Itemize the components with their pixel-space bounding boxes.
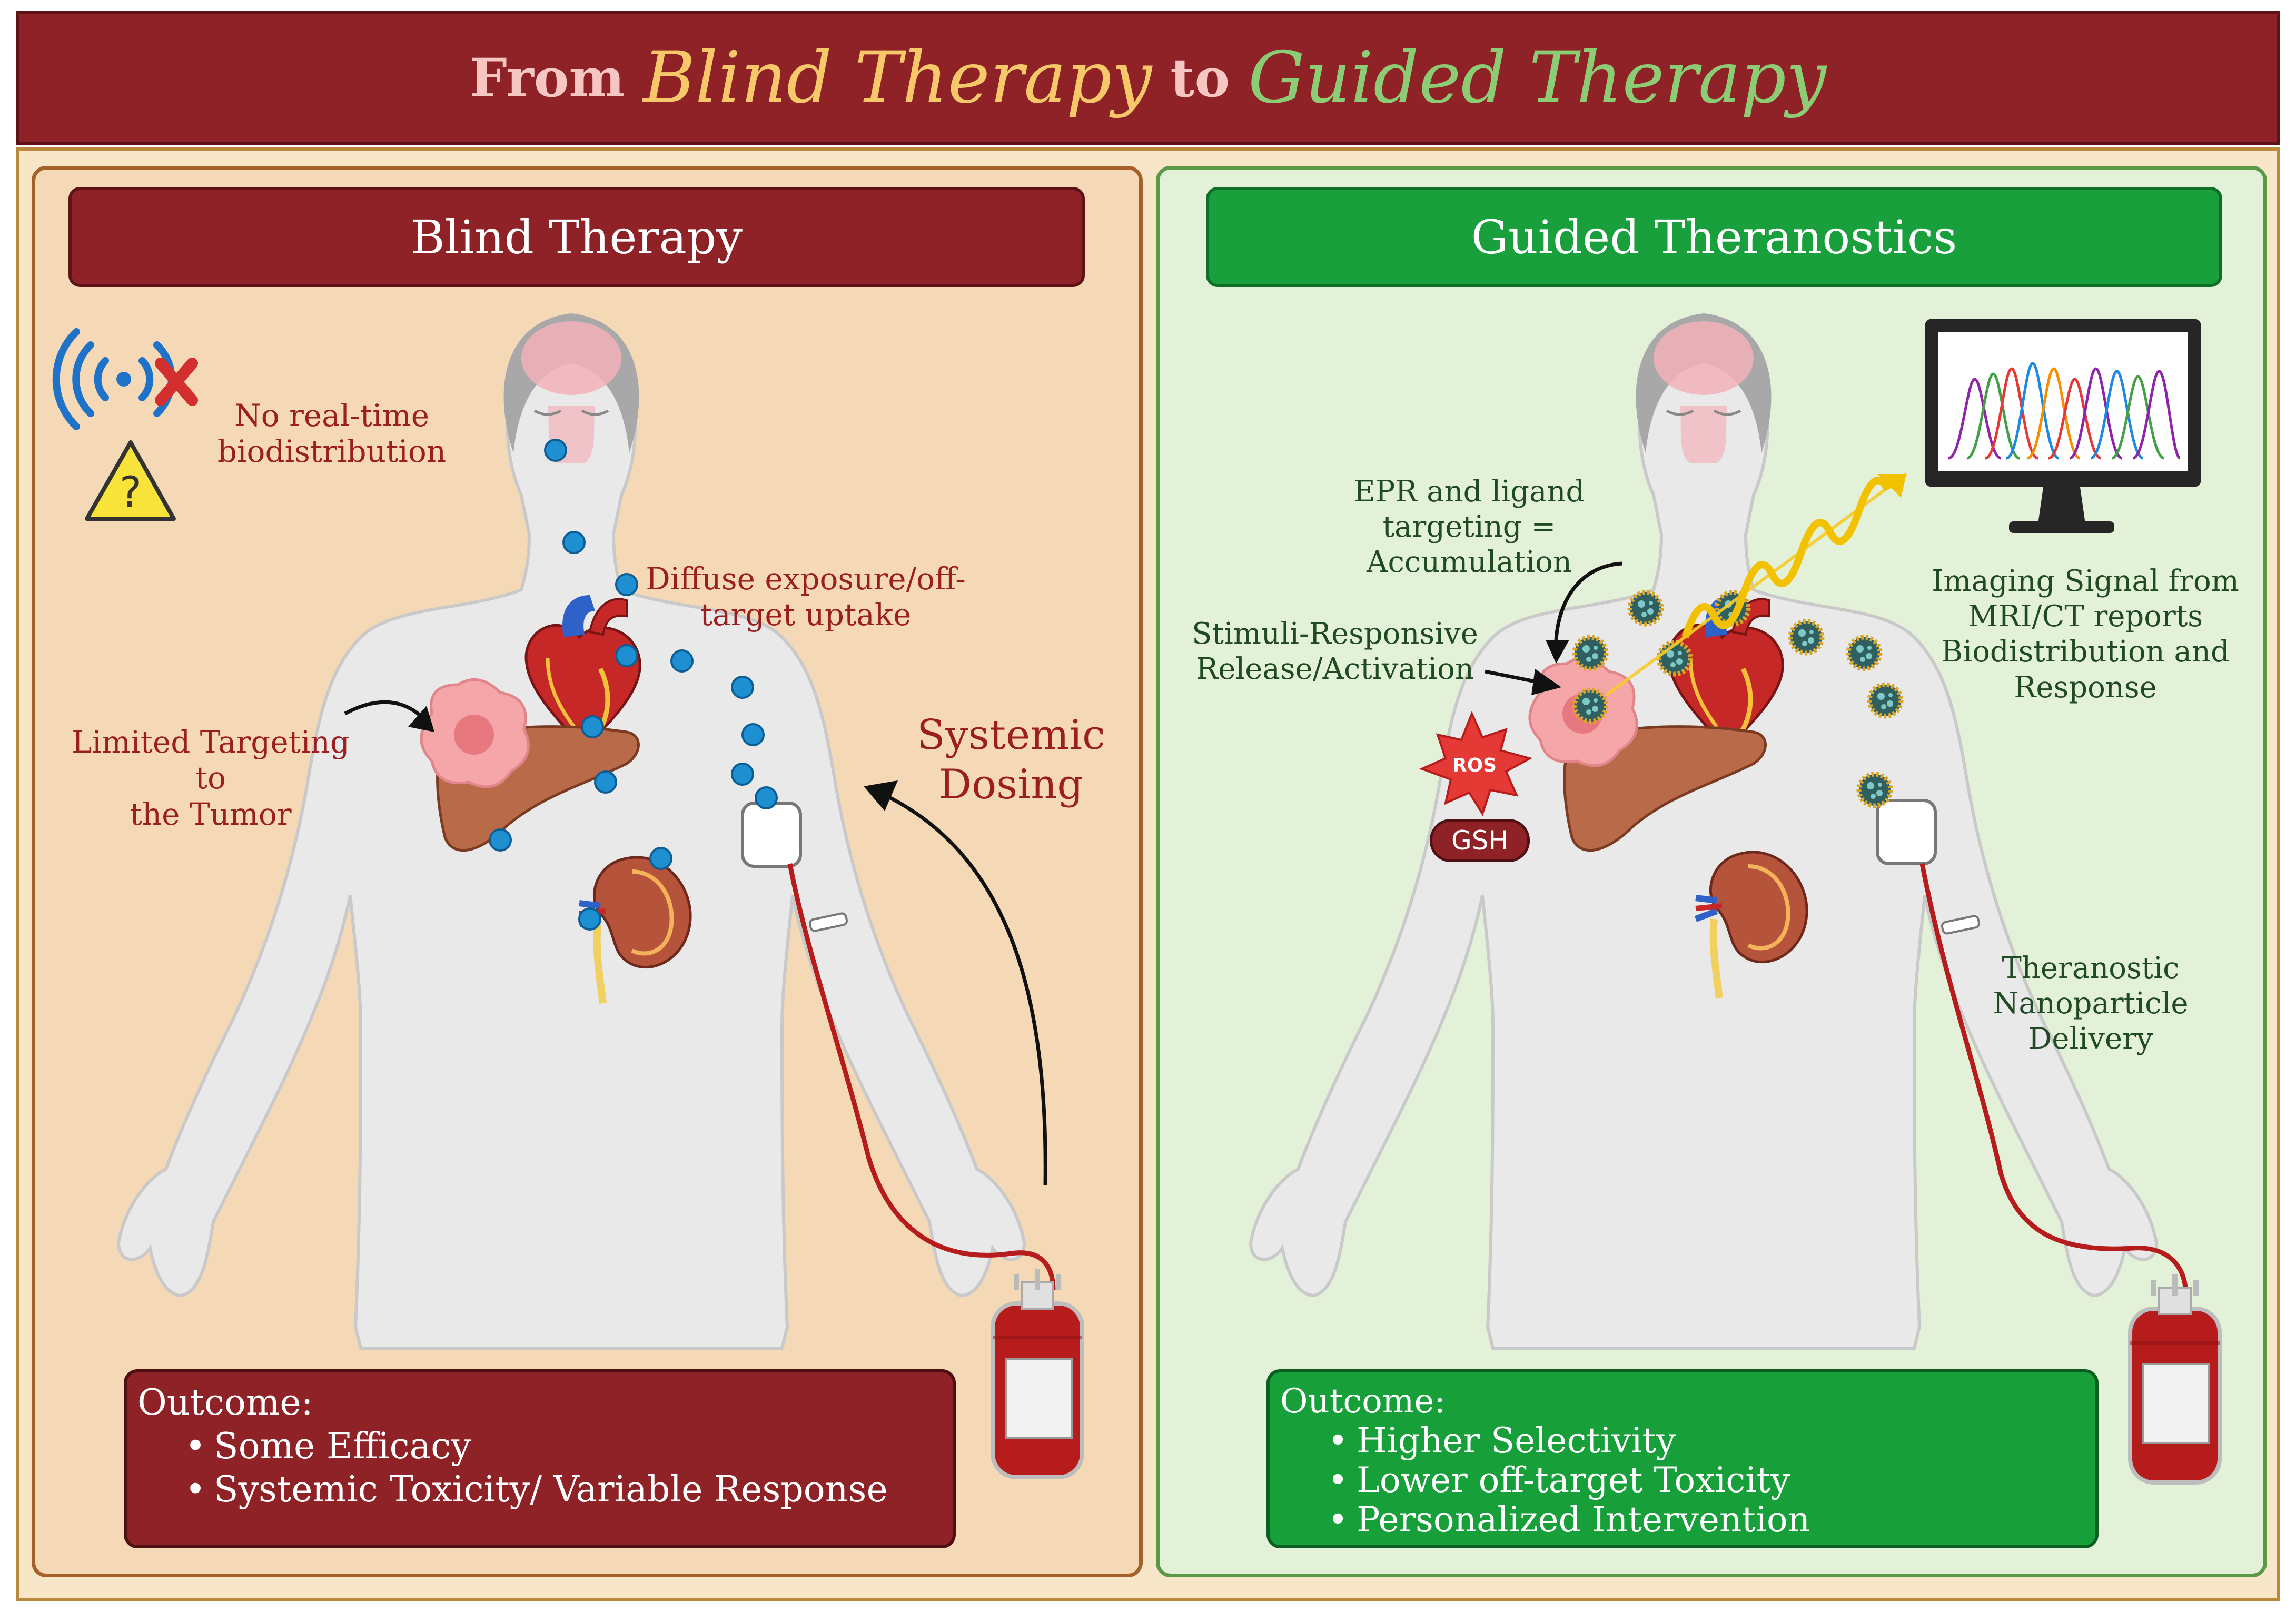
blood-bag-icon-right: [2130, 1274, 2220, 1482]
blind-therapy-header: Blind Therapy: [68, 187, 1085, 287]
warning-icon: ?: [85, 440, 176, 521]
systemic-dosing-arrow: [878, 790, 1047, 1185]
label-nanoparticle-delivery: Theranostic Nanoparticle Delivery: [1993, 951, 2189, 1056]
label-imaging-signal: Imaging Signal from MRI/CT reports Biodi…: [1932, 564, 2239, 705]
label-systemic-dosing: Systemic Dosing: [917, 711, 1105, 808]
svg-text:?: ?: [120, 468, 142, 517]
iv-patch-icon: [743, 803, 800, 866]
limited-targeting-arrow: [344, 700, 425, 720]
outcome-item: Systemic Toxicity/ Variable Response: [185, 1468, 888, 1511]
title-blind: Blind Therapy: [643, 36, 1152, 119]
imaging-signal-wave: [1681, 477, 1892, 639]
label-stimuli-responsive: Stimuli-Responsive Release/Activation: [1192, 617, 1478, 687]
outcome-item: Lower off-target Toxicity: [1328, 1460, 1810, 1500]
guided-theranostics-header: Guided Theranostics: [1206, 187, 2222, 287]
outcome-box-right: Outcome: Higher Selectivity Lower off-ta…: [1266, 1369, 2099, 1548]
wifi-signal-icon: [52, 328, 175, 430]
outcome-title-right: Outcome:: [1280, 1382, 1446, 1421]
x-mark-icon: [155, 358, 198, 406]
title-from: From: [469, 46, 644, 109]
epr-arrow: [1554, 561, 1622, 640]
ros-label: ROS: [1452, 755, 1497, 776]
drug-dots: [489, 439, 778, 931]
monitor-icon: [1925, 319, 2201, 533]
title-guided: Guided Therapy: [1248, 36, 1827, 119]
outcome-item: Personalized Intervention: [1328, 1500, 1810, 1540]
tumor-icon: [421, 679, 528, 787]
outcome-item: Some Efficacy: [185, 1425, 888, 1468]
gsh-badge: GSH: [1430, 819, 1530, 862]
iv-line-right: [1919, 863, 2188, 1291]
title-to: to: [1152, 46, 1248, 109]
label-no-realtime: No real-time biodistribution: [217, 398, 447, 470]
stimuli-arrow: [1485, 669, 1538, 684]
outcome-box-left: Outcome: Some Efficacy Systemic Toxicity…: [124, 1369, 956, 1548]
iv-patch-icon-right: [1877, 800, 1935, 864]
outcome-item: Higher Selectivity: [1328, 1421, 1810, 1461]
outcome-list-right: Higher Selectivity Lower off-target Toxi…: [1325, 1421, 1810, 1540]
label-epr-targeting: EPR and ligand targeting = Accumulation: [1353, 475, 1585, 580]
iv-line: [787, 863, 1056, 1291]
title-bar: From Blind Therapy to Guided Therapy: [16, 11, 2280, 145]
blood-bag-icon: [993, 1269, 1082, 1477]
outcome-list-left: Some Efficacy Systemic Toxicity/ Variabl…: [182, 1425, 888, 1511]
label-diffuse-exposure: Diffuse exposure/off- target uptake: [646, 561, 966, 633]
ros-burst-icon: ROS: [1419, 710, 1533, 816]
outcome-title-left: Outcome:: [137, 1382, 313, 1424]
label-limited-targeting: Limited Targeting to the Tumor: [71, 724, 350, 832]
